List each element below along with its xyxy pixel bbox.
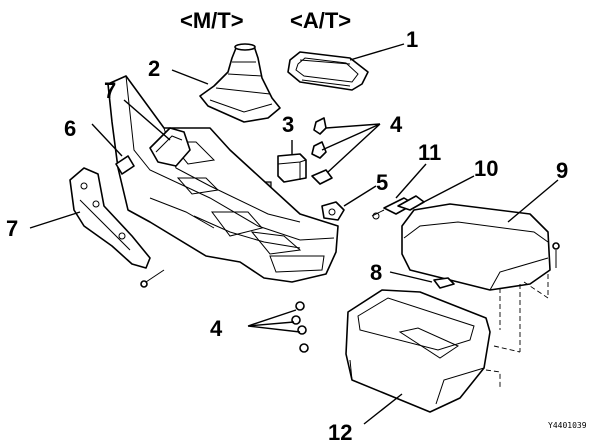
alignment-lines <box>485 274 549 388</box>
figure-code: Y4401039 <box>548 421 587 430</box>
part-screw-right <box>552 242 560 268</box>
callout-3: 3 <box>282 112 294 137</box>
leader-lines <box>29 43 559 425</box>
part-bracket-6 <box>115 155 135 175</box>
part-side-bracket-left <box>69 167 151 269</box>
callout-4-lower: 4 <box>210 316 223 341</box>
callout-9: 9 <box>556 158 568 183</box>
callout-4-upper: 4 <box>390 112 403 137</box>
callout-10: 10 <box>474 156 498 181</box>
part-clips-lower <box>291 301 309 353</box>
header-manual: <M/T> <box>180 8 244 33</box>
callout-12: 12 <box>328 420 352 445</box>
callout-7-upper: 7 <box>104 78 116 103</box>
callout-2: 2 <box>148 56 160 81</box>
part-bracket-5 <box>321 201 345 221</box>
part-clips-upper <box>311 117 333 185</box>
callout-8: 8 <box>370 260 382 285</box>
header-automatic: <A/T> <box>290 8 351 33</box>
part-armrest-lid <box>401 203 551 291</box>
callout-11: 11 <box>418 140 441 165</box>
part-side-bracket-upper <box>149 127 191 167</box>
callout-6: 6 <box>64 116 76 141</box>
part-screw-left <box>140 269 165 288</box>
callout-1: 1 <box>406 27 418 52</box>
part-at-bezel <box>287 51 369 91</box>
callout-7-lower: 7 <box>6 216 18 241</box>
part-console-box <box>345 289 491 413</box>
part-pad-8 <box>433 277 455 289</box>
part-shift-boot <box>199 43 281 123</box>
callout-5: 5 <box>376 170 388 195</box>
